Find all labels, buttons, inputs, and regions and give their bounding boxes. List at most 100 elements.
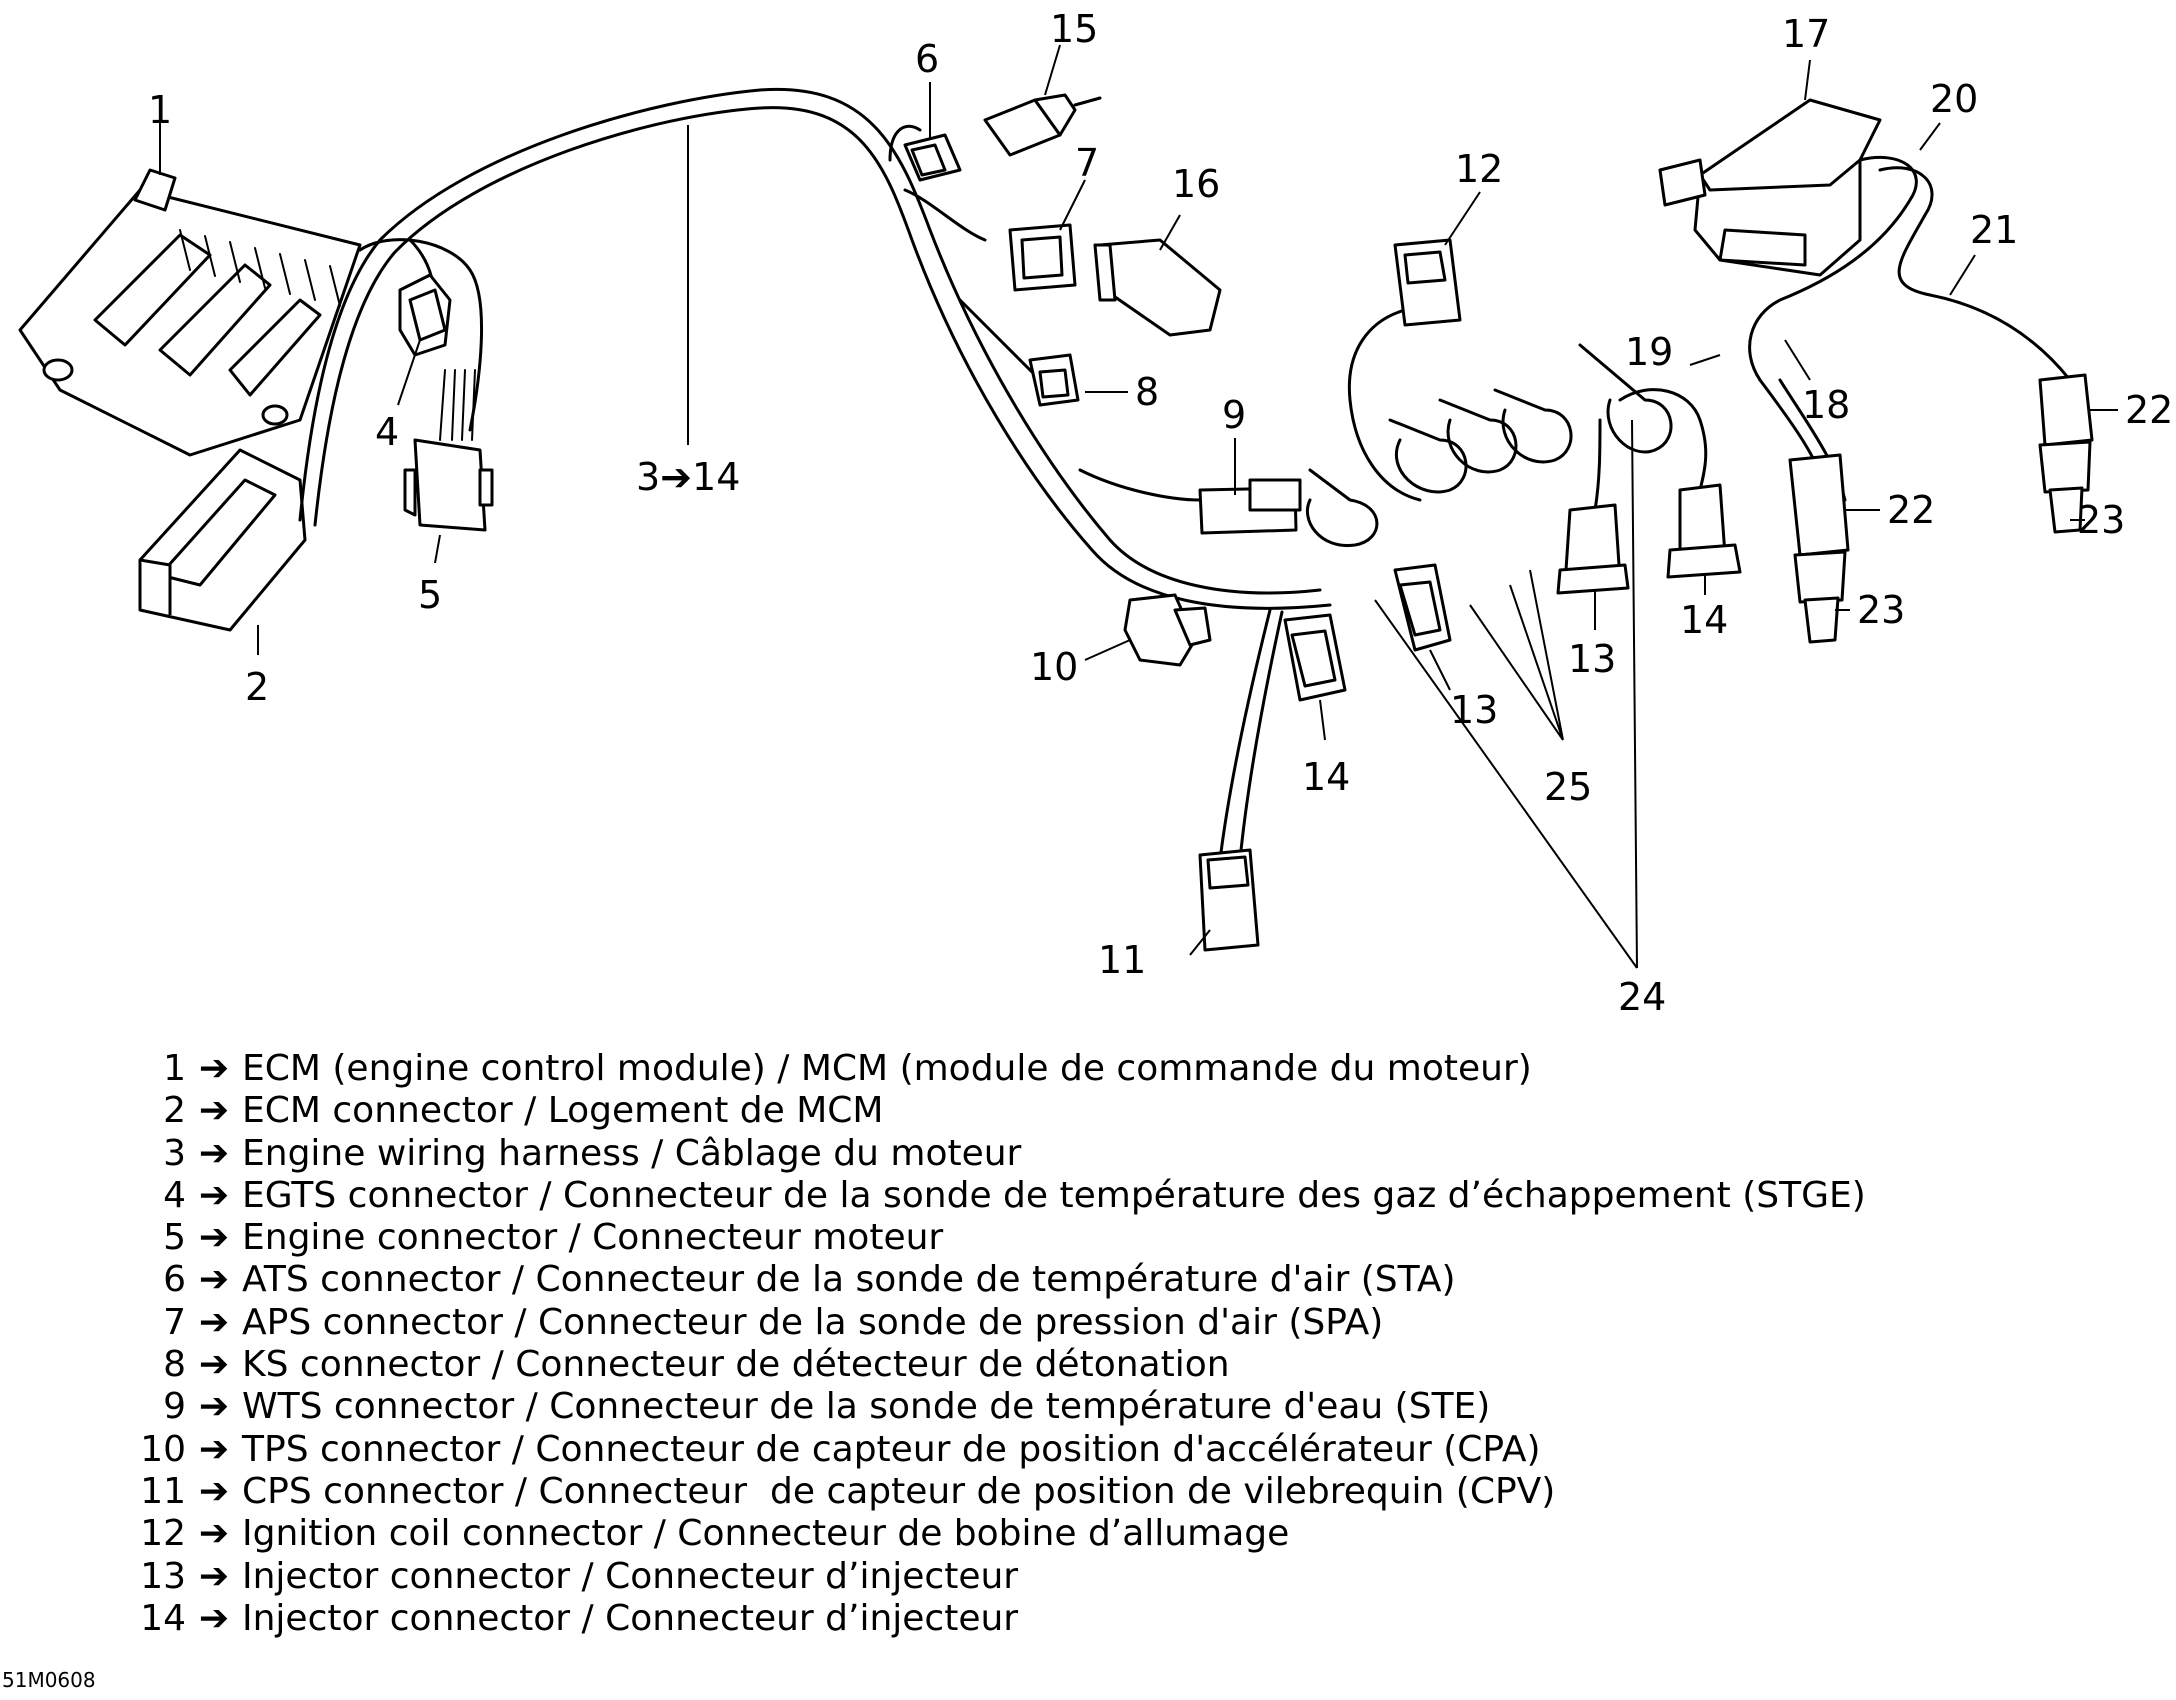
legend-number: 7 [163, 1301, 186, 1343]
callout-24: 24 [1618, 975, 1666, 1019]
spark-plug-left [1793, 550, 1847, 644]
legend-item: 12 ➔ Ignition coil connector / Connecteur … [130, 1513, 2130, 1555]
arrow-icon: ➔ [198, 1555, 230, 1597]
legend-description: CPS connector / Connecteur de capteur de… [242, 1470, 1556, 1512]
legend-item: 4 ➔ EGTS connector / Connecteur de la sond… [130, 1175, 2130, 1217]
ats-connector [903, 133, 962, 182]
legend-number: 12 [140, 1513, 186, 1555]
legend-description: TPS connector / Connecteur de capteur de… [242, 1428, 1541, 1470]
legend-description: Ignition coil connector / Connecteur de … [242, 1513, 1290, 1555]
ignition-coil [1658, 98, 1882, 277]
legend-description: APS connector / Connecteur de la sonde d… [242, 1301, 1384, 1343]
parts-legend: 1 ➔ ECM (engine control module) / MCM (mod… [130, 1048, 2130, 1640]
injector-connector-14-left [1283, 613, 1347, 702]
legend-item: 9 ➔ WTS connector / Connecteur de la sonde… [130, 1386, 2130, 1428]
callout-13-right: 13 [1568, 637, 1616, 681]
callout-25: 25 [1544, 765, 1592, 809]
legend-description: KS connector / Connecteur de détecteur d… [242, 1344, 1230, 1386]
legend-description: Injector connector / Connecteur d’inject… [242, 1597, 1019, 1639]
callout-21: 21 [1970, 208, 2018, 252]
leader-lines [159, 44, 2118, 969]
legend-item: 3➔Engine wiring harness / Câblage du mot… [130, 1133, 2130, 1175]
callout-12: 12 [1455, 147, 1503, 191]
callout-6: 6 [915, 37, 939, 81]
legend-number: 9 [163, 1386, 186, 1428]
spark-plug-cap-left [1788, 453, 1850, 557]
callout-18: 18 [1802, 383, 1850, 427]
callout-22-left: 22 [1887, 488, 1935, 532]
legend-number: 13 [140, 1555, 186, 1597]
legend-item: 1 ➔ ECM (engine control module) / MCM (mod… [130, 1048, 2130, 1090]
callout-7: 7 [1075, 141, 1099, 185]
legend-description: Engine wiring harness / Câblage du moteu… [242, 1132, 1022, 1174]
callout-3: 3➔14 [636, 455, 740, 499]
arrow-icon: ➔ [198, 1470, 230, 1512]
engine-connector [403, 438, 494, 532]
injector-connector-14-right [1666, 418, 1742, 579]
legend-description: ECM connector / Logement de MCM [242, 1090, 884, 1132]
legend-number: 11 [140, 1470, 186, 1512]
arrow-icon: ➔ [198, 1048, 230, 1089]
legend-number: 14 [140, 1597, 186, 1639]
legend-description: WTS connector / Connecteur de la sonde d… [242, 1386, 1491, 1428]
arrow-icon: ➔ [198, 1344, 230, 1386]
arrow-icon: ➔ [198, 1513, 230, 1555]
callout-22-right: 22 [2125, 388, 2173, 432]
ecm-module [18, 168, 362, 457]
ecm-connector [138, 448, 307, 632]
reference-code: 51M0608 [2, 1668, 96, 1692]
callout-2: 2 [245, 665, 269, 709]
legend-item: 11 ➔ CPS connector / Connecteur de capteur… [130, 1471, 2130, 1513]
spark-plug-cap-right [2038, 373, 2094, 447]
callout-labels: 1 2 3➔14 4 5 6 7 8 9 10 11 12 13 13 14 1… [148, 7, 2173, 1019]
callout-13-left: 13 [1450, 688, 1498, 732]
legend-number: 2 [163, 1090, 186, 1132]
callout-11: 11 [1098, 938, 1146, 982]
arrow-icon: ➔ [198, 1174, 230, 1216]
arrow-icon: ➔ [198, 1259, 230, 1301]
wts-connector [1198, 478, 1302, 535]
wiring-harness-diagram: 1 2 3➔14 4 5 6 7 8 9 10 11 12 13 13 14 1… [18, 7, 2173, 1019]
arrow-icon: ➔ [198, 1386, 230, 1428]
aps-connector [1008, 223, 1077, 292]
arrow-icon: ➔ [198, 1597, 230, 1639]
callout-5: 5 [418, 573, 442, 617]
ks-connector [1028, 353, 1080, 407]
ats-sensor [983, 93, 1102, 157]
callout-17: 17 [1782, 12, 1830, 56]
callout-20: 20 [1930, 77, 1978, 121]
legend-number: 6 [163, 1259, 186, 1301]
arrow-icon: ➔ [198, 1132, 230, 1174]
legend-description: ECM (engine control module) / MCM (modul… [242, 1048, 1532, 1089]
legend-number: 8 [163, 1344, 186, 1386]
callout-4: 4 [375, 410, 399, 454]
legend-number: 1 [163, 1048, 186, 1089]
legend-item: 6➔ATS connector / Connecteur de la sonde… [130, 1259, 2130, 1301]
callout-16: 16 [1172, 162, 1220, 206]
legend-description: EGTS connector / Connecteur de la sonde … [242, 1174, 1866, 1216]
legend-item: 14 ➔ Injector connector / Connecteur d’inj… [130, 1598, 2130, 1640]
callout-14-left: 14 [1302, 755, 1350, 799]
legend-item: 13 ➔ Injector connector / Connecteur d’inj… [130, 1556, 2130, 1598]
legend-number: 4 [163, 1174, 186, 1216]
aps-sensor [1093, 238, 1222, 337]
legend-item: 8 ➔ KS connector / Connecteur de détecteur… [130, 1344, 2130, 1386]
engine-wiring-harness [298, 87, 1332, 610]
callout-15: 15 [1050, 7, 1098, 51]
cps-connector [1198, 608, 1284, 952]
legend-item: 7 ➔ APS connector / Connecteur de la sonde… [130, 1302, 2130, 1344]
legend-description: Engine connector / Connecteur moteur [242, 1217, 944, 1259]
legend-description: Injector connector / Connecteur d’inject… [242, 1555, 1019, 1597]
legend-number: 5 [163, 1217, 186, 1259]
arrow-icon: ➔ [198, 1301, 230, 1343]
tps-connector [1123, 593, 1212, 667]
callout-10: 10 [1030, 645, 1078, 689]
ignition-coil-connector [1347, 238, 1462, 502]
arrow-icon: ➔ [198, 1217, 230, 1259]
callout-1: 1 [148, 88, 172, 132]
arrow-icon: ➔ [198, 1090, 230, 1132]
callout-23-right: 23 [2077, 498, 2125, 542]
legend-item: 10➔TPS connector / Connecteur de capteur… [130, 1429, 2130, 1471]
callout-14-right: 14 [1680, 598, 1728, 642]
injector-connector-13-left [1393, 563, 1452, 652]
